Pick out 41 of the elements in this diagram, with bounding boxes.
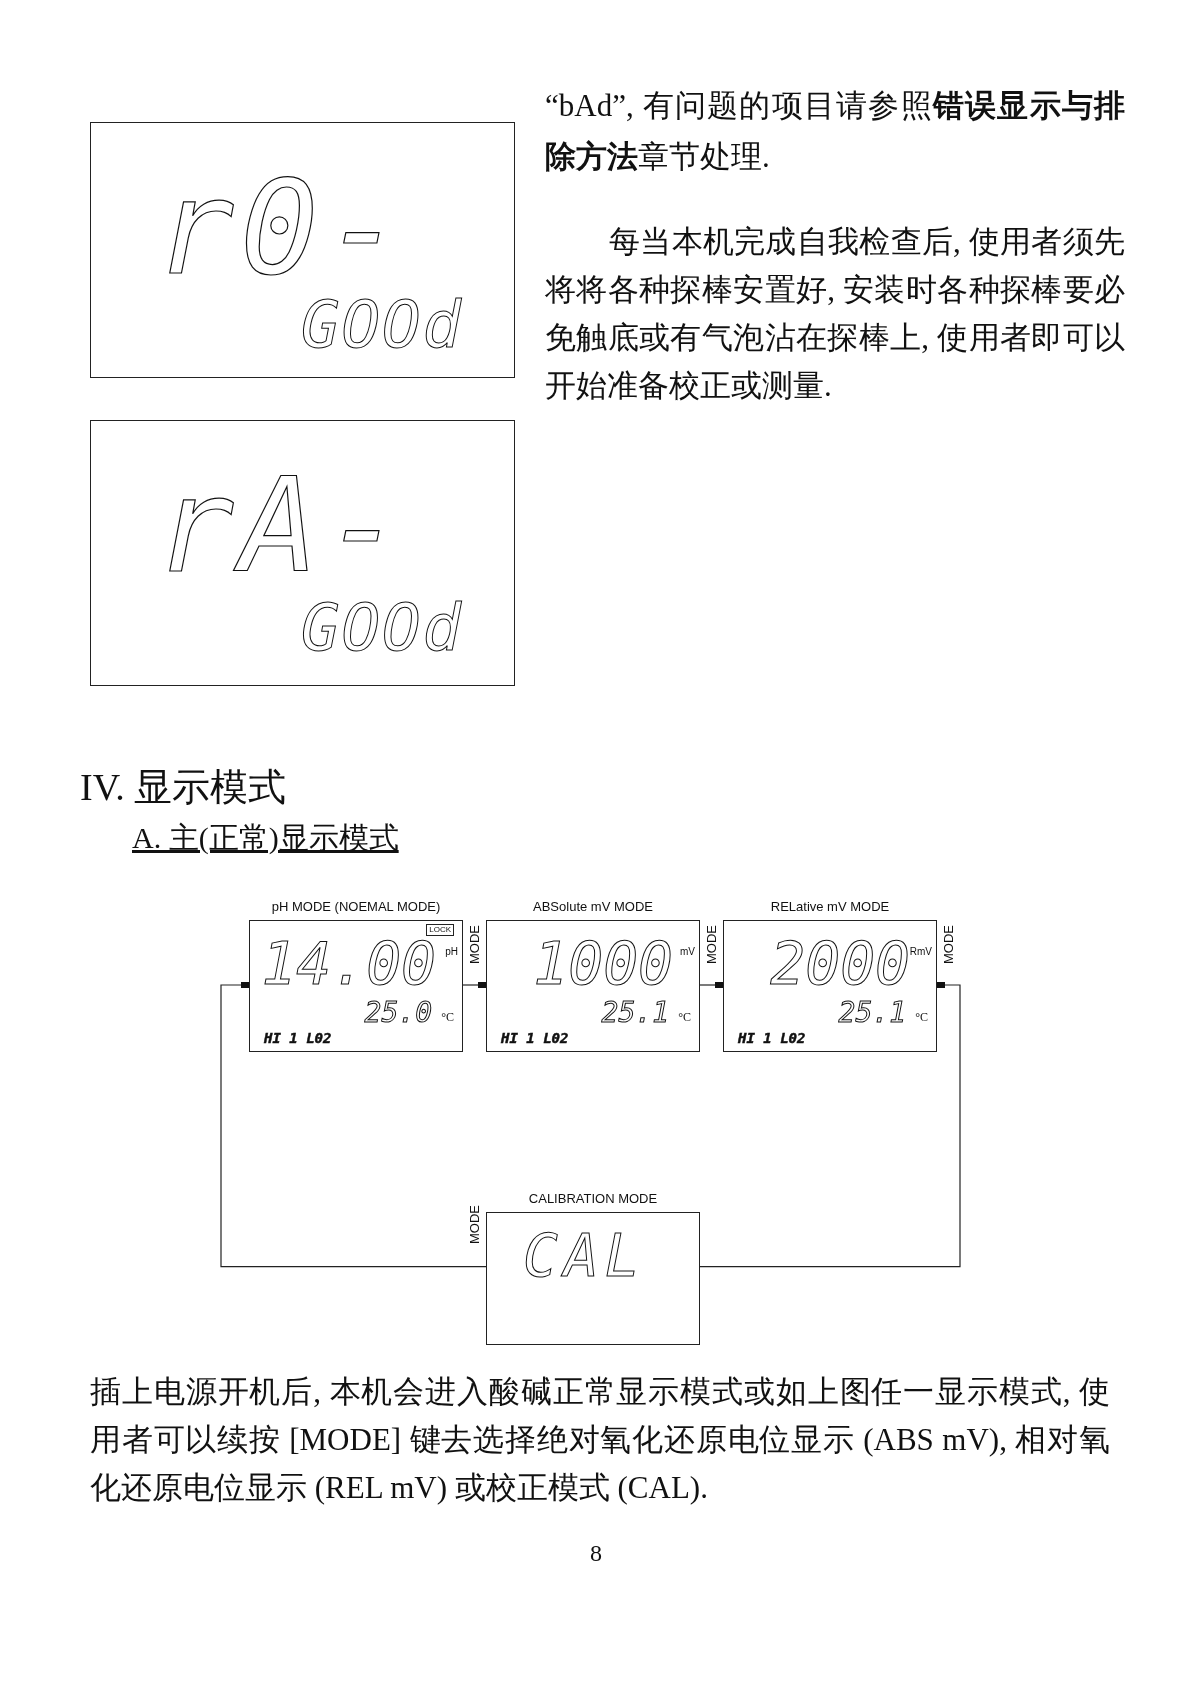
unit-label: mV bbox=[680, 947, 695, 957]
unit-label: pH bbox=[445, 947, 458, 957]
lcd-screen bbox=[90, 122, 515, 378]
lcd-readout: rA- bbox=[156, 461, 409, 591]
temperature-readout: 25.1 bbox=[601, 999, 669, 1027]
status-readout: HI 1 L02 bbox=[501, 1031, 569, 1045]
page-number: 8 bbox=[590, 1540, 602, 1567]
mode-title: pH MODE (NOEMAL MODE) bbox=[270, 900, 442, 913]
unit-label: RmV bbox=[909, 947, 932, 957]
temperature-readout: 25.1 bbox=[838, 999, 906, 1027]
section-heading: IV. 显示模式 bbox=[80, 765, 287, 810]
subsection-heading: A. 主(正常)显示模式 bbox=[132, 820, 399, 856]
lcd-readout: r0- bbox=[156, 163, 409, 293]
lcd-status-text: GOOd bbox=[301, 596, 464, 660]
lcd-status-text: GOOd bbox=[301, 293, 464, 357]
status-readout: HI 1 L02 bbox=[264, 1031, 332, 1045]
mode-title: CALIBRATION MODE bbox=[527, 1192, 659, 1205]
connector-line bbox=[220, 982, 487, 1268]
unit-label: °C bbox=[441, 1011, 454, 1023]
temperature-readout: 25.0 bbox=[364, 999, 432, 1027]
connector-line bbox=[699, 982, 724, 988]
edge-label: MODE bbox=[942, 925, 955, 964]
lcd-screen bbox=[90, 420, 515, 686]
lcd-readout: CAL bbox=[523, 1227, 646, 1285]
lcd-readout: 14.00 bbox=[261, 935, 436, 993]
lcd-readout: 1000 bbox=[533, 935, 673, 993]
mode-title: RELative mV MODE bbox=[769, 900, 891, 913]
unit-label: °C bbox=[915, 1011, 928, 1023]
lock-indicator: LOCK bbox=[426, 924, 454, 936]
connector-line bbox=[462, 982, 487, 988]
edge-label: MODE bbox=[467, 925, 481, 964]
body-paragraph: “bAd”, 有问题的项目请参照错误显示与排除方法章节处理. bbox=[545, 87, 1125, 176]
unit-label: °C bbox=[678, 1011, 691, 1023]
lcd-readout: 2000 bbox=[770, 935, 910, 993]
edge-label: MODE bbox=[468, 1204, 481, 1244]
body-paragraph: 插上电源开机后, 本机会进入酸碱正常显示模式或如上图任一显示模式, 使用者可以续按 [MODE] 键去选择绝对氧化还原电位显示 (ABS mV), 相对氧化还原电位显示 (REL mV) 或校正模式 (CAL). bbox=[90, 1373, 1110, 1507]
mode-title: ABSolute mV MODE bbox=[532, 900, 654, 913]
status-readout: HI 1 L02 bbox=[738, 1031, 806, 1045]
body-paragraph: 每当本机完成自我检查后, 使用者须先将将各种探棒安置好, 安装时各种探棒要必免触底或有气泡沾在探棒上, 使用者即可以开始准备校正或测量. bbox=[545, 223, 1125, 405]
edge-label: MODE bbox=[704, 925, 718, 964]
connector-line bbox=[699, 982, 961, 1268]
